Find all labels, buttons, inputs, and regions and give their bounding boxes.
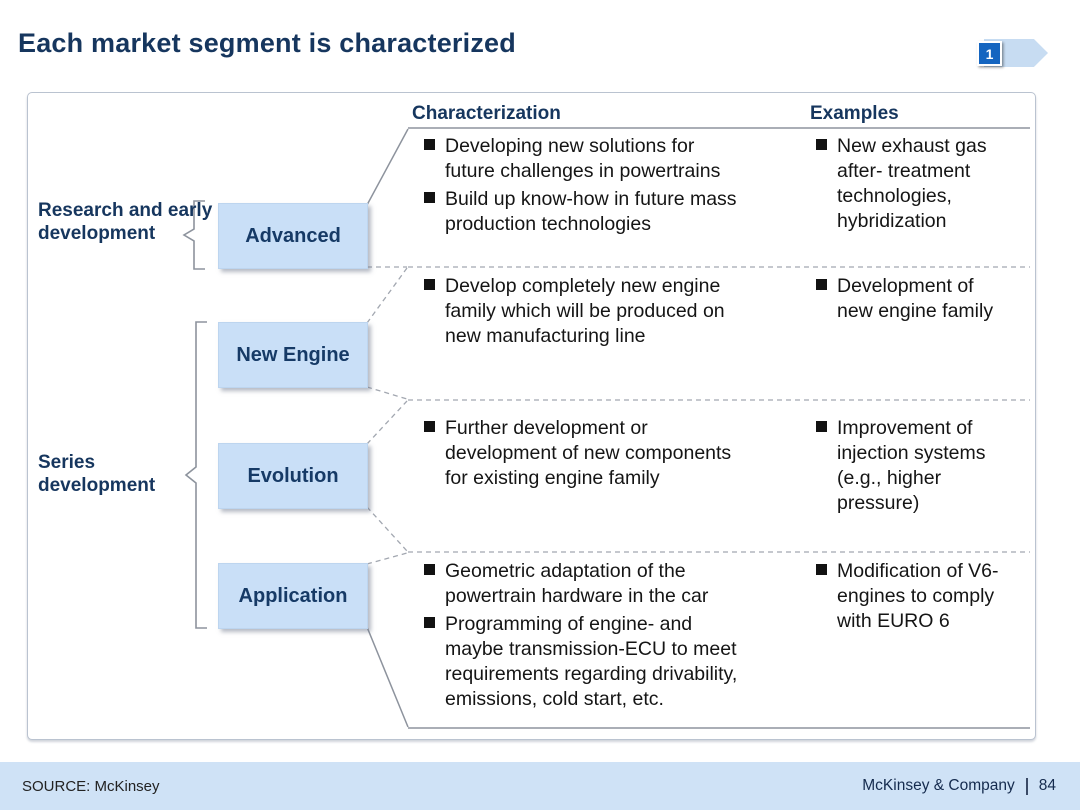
column-header-characterization: Characterization (412, 103, 561, 124)
connector-evolution-bottom (366, 506, 408, 552)
list-item: Programming of engine- and maybe transmi… (422, 612, 747, 712)
connector-evolution-top (366, 400, 408, 445)
content-panel (27, 92, 1036, 740)
characterization-list-application: Geometric adaptation of the powertrain h… (422, 559, 747, 715)
column-header-examples: Examples (810, 103, 899, 124)
list-item: Further development or development of ne… (422, 416, 747, 491)
examples-list-evolution: Improvement of injection systems (e.g., … (814, 416, 1014, 519)
list-item: Development of new engine family (814, 274, 1014, 324)
connector-newengine-top (366, 267, 408, 324)
list-item: Improvement of injection systems (e.g., … (814, 416, 1014, 516)
list-item: Build up know-how in future mass product… (422, 187, 747, 237)
footer-bar: SOURCE: McKinsey McKinsey & Company 84 (0, 762, 1080, 810)
list-item: Modification of V6-engines to comply wit… (814, 559, 1014, 634)
examples-list-new-engine: Development of new engine family (814, 274, 1014, 327)
connector-newengine-bottom (366, 386, 408, 400)
source-label: SOURCE: McKinsey (22, 777, 160, 795)
footer-right: McKinsey & Company 84 (862, 777, 1056, 795)
examples-list-advanced: New exhaust gas after- treatment technol… (814, 134, 1014, 237)
characterization-list-new-engine: Develop completely new engine family whi… (422, 274, 747, 352)
list-item: New exhaust gas after- treatment technol… (814, 134, 1014, 234)
page-title: Each market segment is characterized (18, 28, 516, 58)
segment-box-advanced: Advanced (218, 203, 368, 269)
brace-series (184, 321, 207, 629)
characterization-list-advanced: Developing new solutions for future chal… (422, 134, 747, 240)
connector-application-bottom (366, 626, 409, 728)
group-label-series: Series development (38, 452, 156, 496)
segment-box-application: Application (218, 563, 368, 629)
examples-list-application: Modification of V6-engines to comply wit… (814, 559, 1014, 637)
page-number: 84 (1038, 777, 1056, 794)
characterization-list-evolution: Further development or development of ne… (422, 416, 747, 494)
list-item: Developing new solutions for future chal… (422, 134, 747, 184)
connector-advanced-top (366, 128, 409, 206)
connector-application-top (366, 552, 408, 565)
group-label-research: Research and early development (38, 200, 213, 244)
slide-number-badge: 1 (977, 41, 1002, 66)
list-item: Geometric adaptation of the powertrain h… (422, 559, 747, 609)
segment-box-new-engine: New Engine (218, 322, 368, 388)
segment-box-evolution: Evolution (218, 443, 368, 509)
list-item: Develop completely new engine family whi… (422, 274, 747, 349)
company-label: McKinsey & Company (862, 777, 1015, 794)
footer-divider (1025, 777, 1028, 795)
brace-research (182, 200, 205, 270)
